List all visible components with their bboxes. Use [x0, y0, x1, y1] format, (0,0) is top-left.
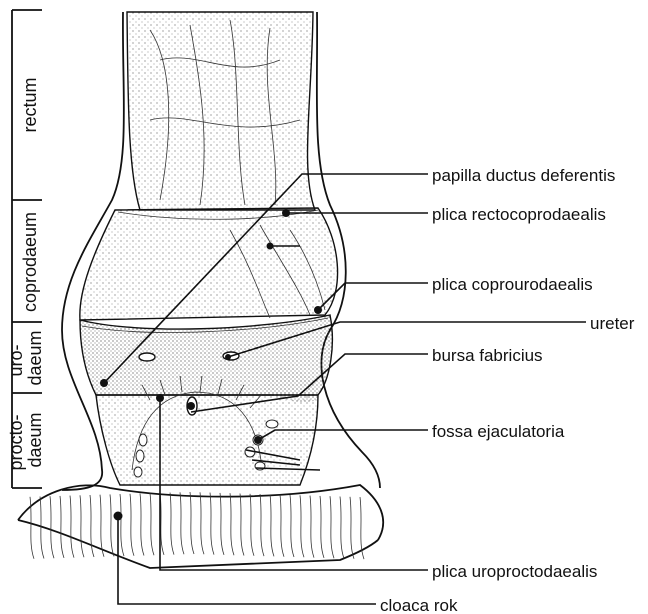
vent-fringe-stroke — [290, 495, 294, 557]
vent-fringe-stroke — [350, 497, 354, 559]
vent-fringe-stroke — [120, 494, 124, 556]
label-plica-coprourodaealis: plica coprourodaealis — [432, 275, 593, 294]
vent-fringe-stroke — [110, 494, 114, 556]
cloaca-drawing — [18, 12, 383, 568]
rectum-lumen — [127, 12, 315, 210]
vent-fringe-stroke — [170, 493, 174, 555]
vent-fringe-stroke — [80, 495, 84, 557]
coprodaeum-chamber — [80, 208, 338, 320]
vent-fringe-stroke — [220, 493, 224, 555]
segment-label-urodaeum-line2: daeum — [25, 330, 45, 385]
dot-papilla — [100, 379, 108, 387]
dot-bursa — [187, 402, 195, 410]
vent-fringe-stroke — [60, 496, 64, 558]
vent-fringe-stroke — [320, 496, 324, 558]
vent-fringe-stroke — [210, 493, 214, 555]
label-plica-uroproctodaealis: plica uroproctodaealis — [432, 562, 597, 581]
vent-fringe-stroke — [140, 494, 144, 556]
label-papilla-ductus-deferentis: papilla ductus deferentis — [432, 166, 615, 185]
vent-fringe-stroke — [280, 495, 284, 557]
vent-fringe-stroke — [90, 495, 94, 557]
vent-fringe-stroke — [100, 495, 104, 557]
dot-fossa — [254, 436, 262, 444]
label-plica-rectocoprodaealis: plica rectocoprodaealis — [432, 205, 606, 224]
vent-fringe-stroke — [310, 496, 314, 558]
segment-label-proctodaeum: procto- daeum — [6, 409, 45, 470]
segment-label-urodaeum-line1: uro- — [6, 345, 26, 377]
vent-fringe-stroke — [190, 492, 194, 554]
vent-fringe-stroke — [130, 494, 134, 556]
label-ureter: ureter — [590, 314, 635, 333]
vent-fringe-stroke — [250, 494, 254, 556]
vent-fringe-stroke — [180, 492, 184, 554]
vent-fringe-lines — [30, 492, 364, 559]
label-bursa-fabricius: bursa fabricius — [432, 346, 543, 365]
vent-fringe-stroke — [50, 496, 54, 558]
dot-uroproctodaealis — [156, 394, 164, 402]
vent-fringe-stroke — [300, 495, 304, 557]
vent-fringe-stroke — [260, 494, 264, 556]
vent-fringe-stroke — [230, 493, 234, 555]
vent-fringe-stroke — [340, 497, 344, 559]
vent-fringe-stroke — [70, 496, 74, 558]
segment-label-proctodaeum-line2: daeum — [25, 412, 45, 467]
dot-rectocoprodaealis — [282, 209, 290, 217]
label-cloaca-rok: cloaca rok — [380, 596, 458, 614]
vent-fringe-stroke — [200, 492, 204, 554]
ureter-opening-left — [139, 353, 155, 361]
dot-ureter — [225, 354, 231, 360]
segment-label-rectum: rectum — [20, 77, 40, 132]
vent-fringe-stroke — [150, 493, 154, 555]
vent-fringe-stroke — [270, 494, 274, 556]
dot-upper — [267, 243, 274, 250]
vent-fringe-stroke — [240, 494, 244, 556]
label-fossa-ejaculatoria: fossa ejaculatoria — [432, 422, 565, 441]
proctodaeum-chamber — [96, 395, 318, 485]
dot-coprourodaealis — [314, 306, 322, 314]
segment-label-proctodaeum-line1: procto- — [6, 414, 26, 470]
callout-labels: papilla ductus deferentis plica rectocop… — [380, 166, 635, 614]
vent-fringe-stroke — [330, 496, 334, 558]
dot-cloaca-rok — [114, 512, 123, 521]
vent-lower-edge — [18, 520, 378, 568]
segment-label-coprodaeum: coprodaeum — [20, 212, 40, 312]
